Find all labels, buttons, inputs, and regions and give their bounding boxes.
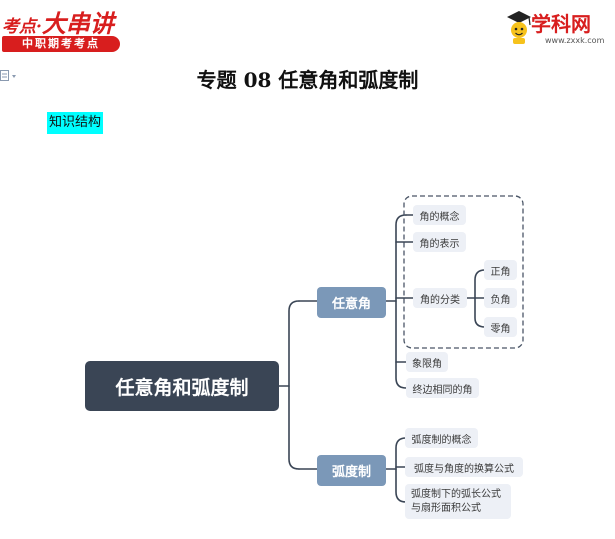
node-radian-concept: 弧度制的概念 <box>405 428 478 448</box>
node-radian-conversion: 弧度与角度的换算公式 <box>405 457 523 477</box>
brand-logo-right-name: 学科网 <box>531 12 591 36</box>
document-icon[interactable] <box>0 70 18 82</box>
node-angle-classification: 角的分类 <box>413 288 467 308</box>
branch-radian-system: 弧度制 <box>317 455 386 486</box>
node-coterminal-angle: 终边相同的角 <box>406 378 479 398</box>
branch-any-angle: 任意角 <box>317 287 386 318</box>
brand-logo-right-url: www.zxxk.com <box>545 36 605 45</box>
node-zero-angle: 零角 <box>484 317 517 337</box>
node-arc-length-line2: 与扇形面积公式 <box>411 502 481 514</box>
brand-logo-right: 学科网 www.zxxk.com <box>505 8 613 52</box>
brand-logo-left: 考点·大串讲 中职期考考点 <box>2 4 124 54</box>
node-angle-concept: 角的概念 <box>413 205 466 225</box>
node-arc-length-formula: 弧度制下的弧长公式 与扇形面积公式 <box>405 484 511 519</box>
brand-logo-left-subtitle: 中职期考考点 <box>2 36 120 52</box>
mascot-icon <box>507 11 531 44</box>
brand-logo-left-title-part2: 大串讲 <box>41 9 114 38</box>
page-title: 专题 08 任意角和弧度制 <box>196 68 419 92</box>
mindmap-root: 任意角和弧度制 <box>85 361 279 411</box>
node-quadrant-angle: 象限角 <box>406 352 448 372</box>
node-positive-angle: 正角 <box>484 260 517 280</box>
node-angle-representation: 角的表示 <box>413 232 466 252</box>
node-arc-length-line1: 弧度制下的弧长公式 <box>411 488 501 500</box>
node-negative-angle: 负角 <box>484 288 517 308</box>
brand-logo-left-title: 考点·大串讲 <box>2 4 114 39</box>
section-label: 知识结构 <box>47 112 104 134</box>
brand-logo-left-title-part1: 考点· <box>2 17 42 37</box>
